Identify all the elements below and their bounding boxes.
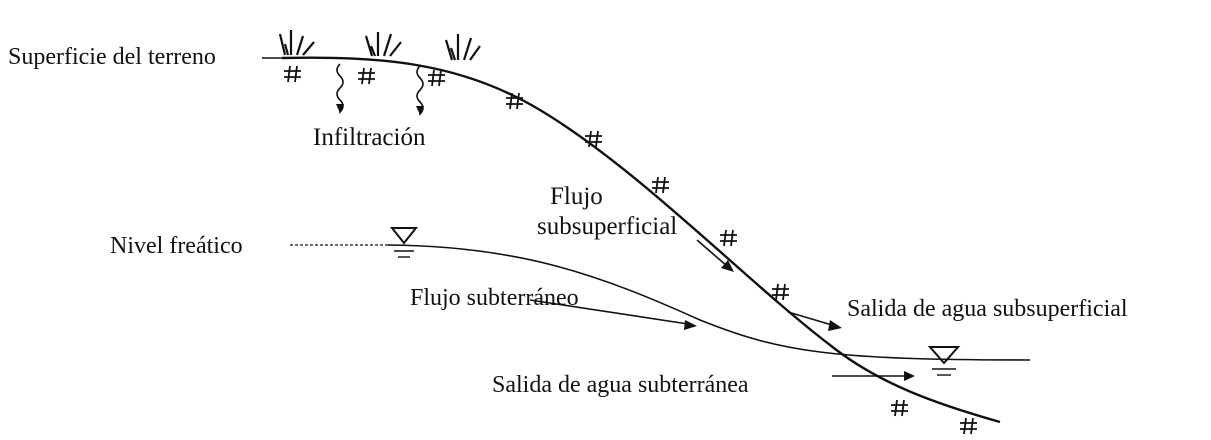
soil-mark-icon xyxy=(960,417,977,435)
groundwater-outflow-arrow xyxy=(832,371,915,381)
soil-mark-icon xyxy=(772,283,789,301)
subsurface-outflow-arrow xyxy=(787,311,842,331)
soil-mark-icon xyxy=(585,130,602,148)
water-table-symbol-icon xyxy=(927,346,961,376)
subsurface-outflow-label: Salida de agua subsuperficial xyxy=(847,296,1128,322)
soil-mark-icon xyxy=(428,69,445,87)
subsurface-flow-label-line1: Flujo xyxy=(550,183,603,210)
soil-mark-icon xyxy=(891,399,908,417)
groundwater-flow-label: Flujo subterráneo xyxy=(410,285,579,311)
soil-mark-icon xyxy=(284,65,301,83)
infiltration-label: Infiltración xyxy=(313,124,426,151)
groundwater-outflow-label: Salida de agua subterránea xyxy=(492,372,749,398)
soil-mark-icon xyxy=(652,176,669,194)
water-table-symbol-icon xyxy=(389,227,419,258)
subsurface-flow-arrow xyxy=(696,239,734,272)
grass-tuft-icon xyxy=(364,32,402,57)
soil-mark-icon xyxy=(506,92,523,110)
grass-tuft-icon xyxy=(444,34,481,61)
water-table-label: Nivel freático xyxy=(110,233,243,259)
ground-surface-line xyxy=(281,56,1001,424)
surface-label: Superficie del terreno xyxy=(8,44,216,70)
soil-mark-icon xyxy=(720,229,737,247)
groundwater-flow-arrow xyxy=(529,299,697,330)
water-table-line xyxy=(387,244,1031,361)
soil-mark-icon xyxy=(358,67,375,85)
grass-tuft-icon xyxy=(278,30,315,56)
infiltration-arrow xyxy=(416,65,424,116)
subsurface-flow-label-line2: subsuperficial xyxy=(537,213,677,240)
infiltration-arrow xyxy=(336,63,344,114)
